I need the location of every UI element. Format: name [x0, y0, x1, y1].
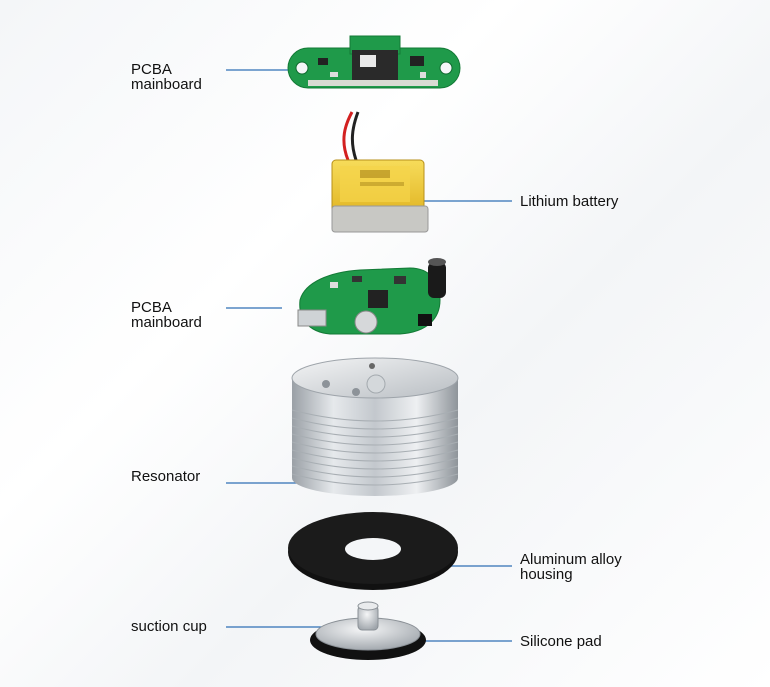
- lithium-battery: [331, 111, 429, 233]
- label-aluminum-alloy-housing: Aluminum alloy housing: [520, 551, 622, 583]
- label-lithium-battery: Lithium battery: [520, 193, 619, 210]
- aluminum-alloy-housing: [288, 512, 458, 590]
- suction-cup-assembly: [310, 601, 426, 660]
- label-resonator: Resonator: [131, 468, 201, 485]
- label-suction-cup: suction cup: [131, 618, 207, 635]
- pcba-mainboard-top: [287, 35, 461, 89]
- label-silicone-pad: Silicone pad: [520, 633, 602, 650]
- label-pcba-mid: PCBA mainboard: [131, 299, 202, 331]
- resonator: [291, 357, 459, 496]
- label-pcba-top: PCBA mainboard: [131, 61, 202, 93]
- pcba-mainboard-mid: [297, 258, 446, 335]
